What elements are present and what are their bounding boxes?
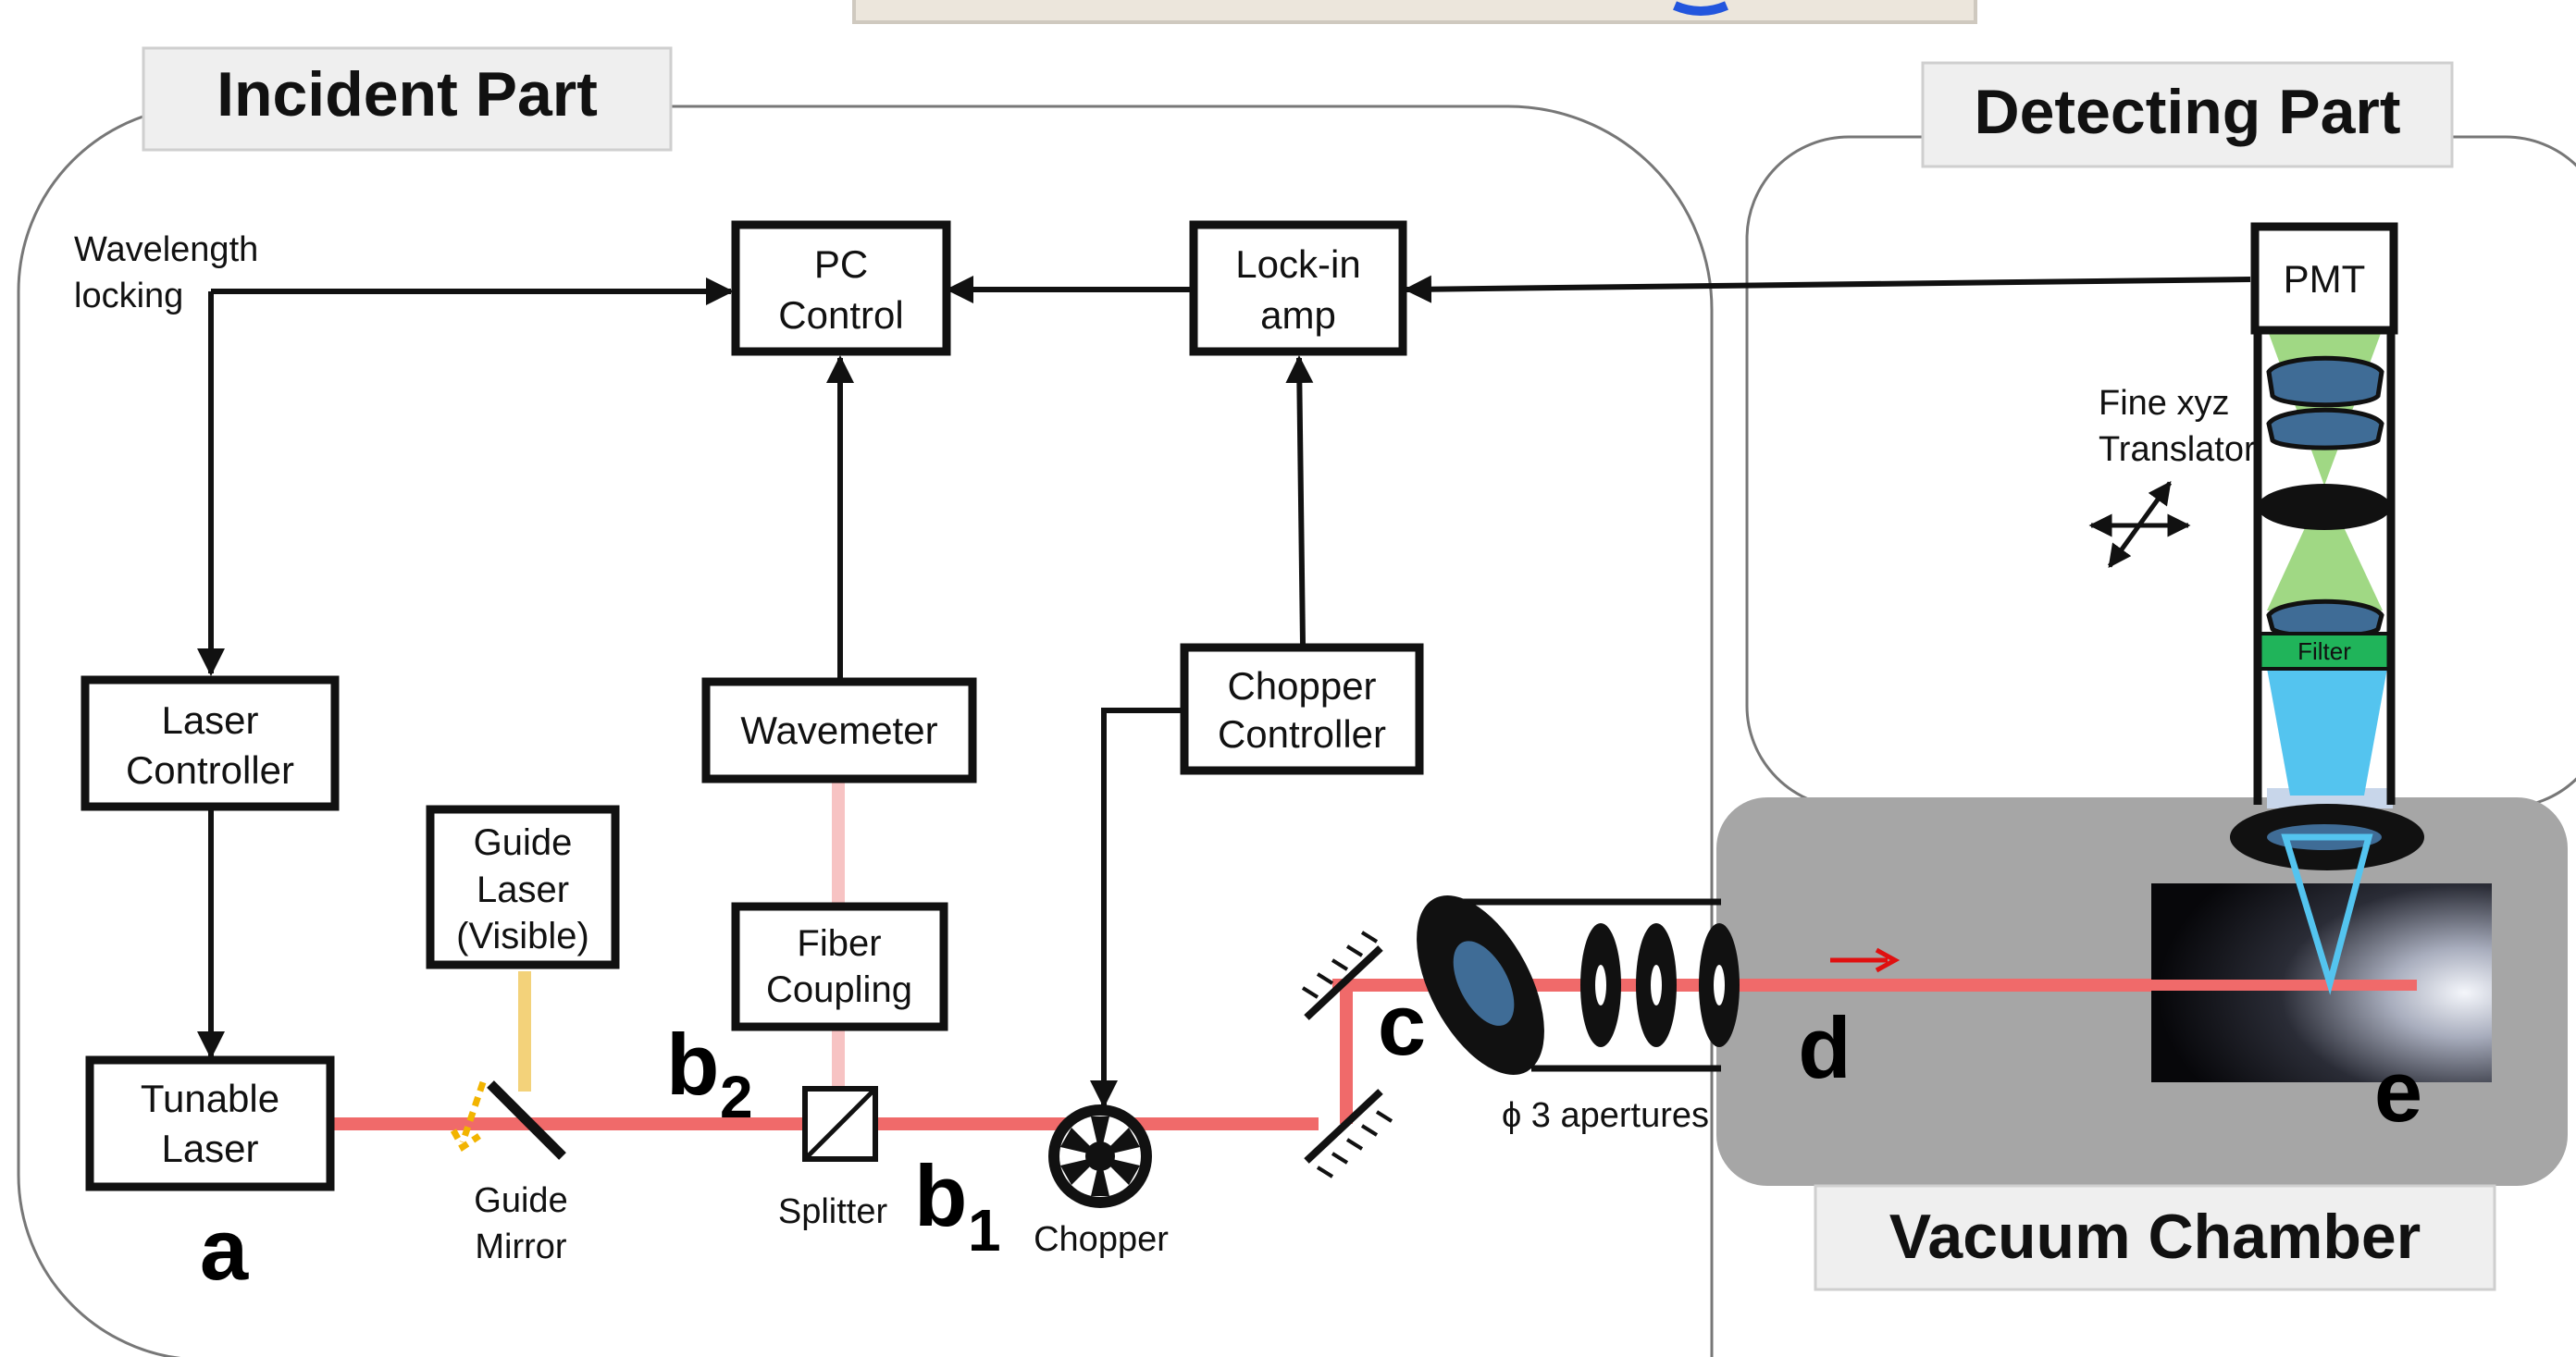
translator-label-1: Fine xyz [2099,384,2229,423]
point-b2-subscript: 2 [720,1064,753,1130]
point-b1-subscript: 1 [968,1197,1001,1264]
wire-chopper-controller-to-lockin [1299,358,1303,645]
laser-controller-label-1: Laser [161,698,258,742]
pc-control-label-2: Control [778,293,903,337]
detecting-part-outline [1747,137,2576,808]
wire-pmt-to-lockin [1406,279,2250,290]
aperture-discs [1580,923,1740,1047]
splitter-cube [805,1089,875,1159]
collimating-lens [2269,601,2382,636]
lockin-amp-box: Lock-in amp [1194,225,1403,352]
xyz-translator-icon [2091,483,2188,566]
fiber-coupling-box: Fiber Coupling [736,907,944,1027]
pmt-box: PMT [2255,227,2394,330]
splitter-label: Splitter [778,1192,888,1231]
point-e-label: e [2374,1042,2422,1140]
laser-controller-label-2: Controller [126,748,294,792]
guide-laser-label-1: Guide [474,822,573,863]
guide-mirror-label-1: Guide [474,1181,567,1220]
tunable-laser-label-1: Tunable [141,1077,279,1120]
filter-label: Filter [2297,637,2351,665]
pc-control-box: PC Control [736,225,947,352]
focus-lens-1 [2269,358,2382,405]
wire-chopper-controller-to-chopper [1104,710,1183,1105]
laser-controller-box: Laser Controller [85,680,335,807]
point-b2-label: b [666,1016,719,1113]
wavemeter-label: Wavemeter [740,709,937,752]
chopper-wheel [1048,1104,1152,1208]
chopper-controller-label-2: Controller [1218,712,1386,756]
vacuum-chamber-title: Vacuum Chamber [1889,1202,2421,1272]
wavemeter-box: Wavemeter [706,682,972,779]
point-b1-label: b [914,1147,967,1244]
focus-lens-2 [2269,410,2382,448]
fiber-coupling-label-1: Fiber [797,923,881,964]
tunable-laser-box: Tunable Laser [90,1060,330,1187]
lockin-label-2: amp [1260,293,1336,337]
pc-control-label-1: PC [814,242,868,286]
chopper-controller-label-1: Chopper [1227,664,1376,708]
guide-laser-box: Guide Laser (Visible) [430,809,615,965]
pmt-label: PMT [2284,257,2366,301]
translator-label-2: Translator [2099,430,2256,469]
fiber-coupling-label-2: Coupling [766,969,912,1010]
guide-laser-label-2: Laser [477,870,569,910]
apertures-label: ϕ 3 apertures [1502,1096,1709,1135]
tunable-laser-label-2: Laser [161,1127,258,1170]
guide-mirror-label-2: Mirror [475,1227,567,1266]
point-d-label: d [1798,999,1851,1096]
title-panel-edge [854,0,1975,22]
point-c-label: c [1378,976,1426,1073]
wavelength-locking-label-2: locking [74,277,183,315]
chopper-controller-box: Chopper Controller [1184,648,1419,771]
point-a-label: a [200,1201,249,1298]
pinhole-aperture [2258,484,2391,530]
wavelength-locking-label-1: Wavelength [74,230,258,269]
chopper-label: Chopper [1034,1220,1169,1259]
detecting-part-title: Detecting Part [1975,77,2401,147]
guide-laser-label-3: (Visible) [456,916,589,956]
guide-reflection-arrow [453,1082,483,1147]
incident-part-title: Incident Part [217,59,598,130]
lockin-label-1: Lock-in [1235,242,1360,286]
